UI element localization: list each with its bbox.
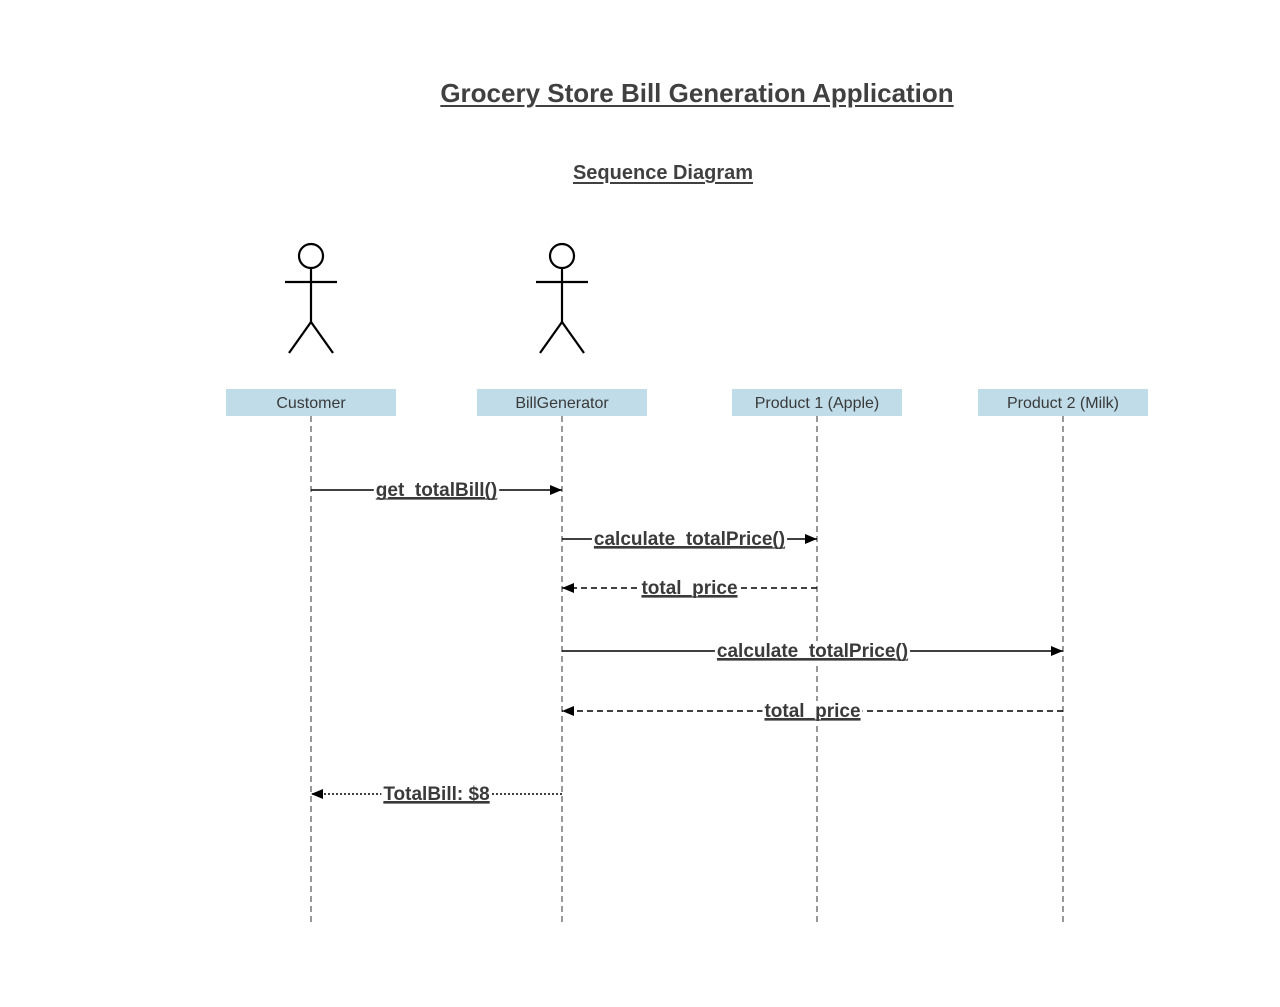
message-1: get_totalBill() bbox=[311, 480, 562, 501]
diagram-subtitle: Sequence Diagram bbox=[572, 162, 754, 184]
participant-label-product-2-milk: Product 2 (Milk) bbox=[1007, 395, 1119, 412]
message-label-bg bbox=[762, 701, 863, 722]
message-6: TotalBill: $8 bbox=[311, 784, 562, 805]
message-label: TotalBill: $8 bbox=[383, 784, 489, 805]
participant-box-billgenerator bbox=[477, 389, 647, 416]
message-3: total_price bbox=[562, 578, 817, 599]
message-2: calculate_totalPrice() bbox=[562, 529, 817, 550]
participant-label-product-1-apple: Product 1 (Apple) bbox=[755, 395, 880, 412]
message-label: get_totalBill() bbox=[376, 480, 497, 501]
message-label: total_price bbox=[641, 578, 737, 599]
message-label-bg bbox=[381, 784, 492, 805]
message-label: calculate_totalPrice() bbox=[594, 529, 785, 550]
message-5: total_price bbox=[562, 701, 1063, 722]
message-4: calculate_totalPrice() bbox=[562, 641, 1063, 662]
message-label-bg bbox=[373, 480, 500, 501]
actor-figure-customer bbox=[285, 242, 337, 354]
participant-box-product-2-milk bbox=[978, 389, 1148, 416]
actor-figure-billgenerator bbox=[536, 242, 588, 354]
participant-label-billgenerator: BillGenerator bbox=[515, 395, 609, 412]
message-label-bg bbox=[639, 578, 740, 599]
participant-box-product-1-apple bbox=[732, 389, 902, 416]
participant-label-customer: Customer bbox=[276, 395, 346, 412]
diagram-title: Grocery Store Bill Generation Applicatio… bbox=[440, 78, 954, 108]
participant-box-customer bbox=[226, 389, 396, 416]
message-label-bg bbox=[714, 641, 911, 662]
message-label-bg bbox=[591, 529, 788, 550]
message-label: total_price bbox=[764, 701, 860, 722]
message-label: calculate_totalPrice() bbox=[717, 641, 908, 662]
